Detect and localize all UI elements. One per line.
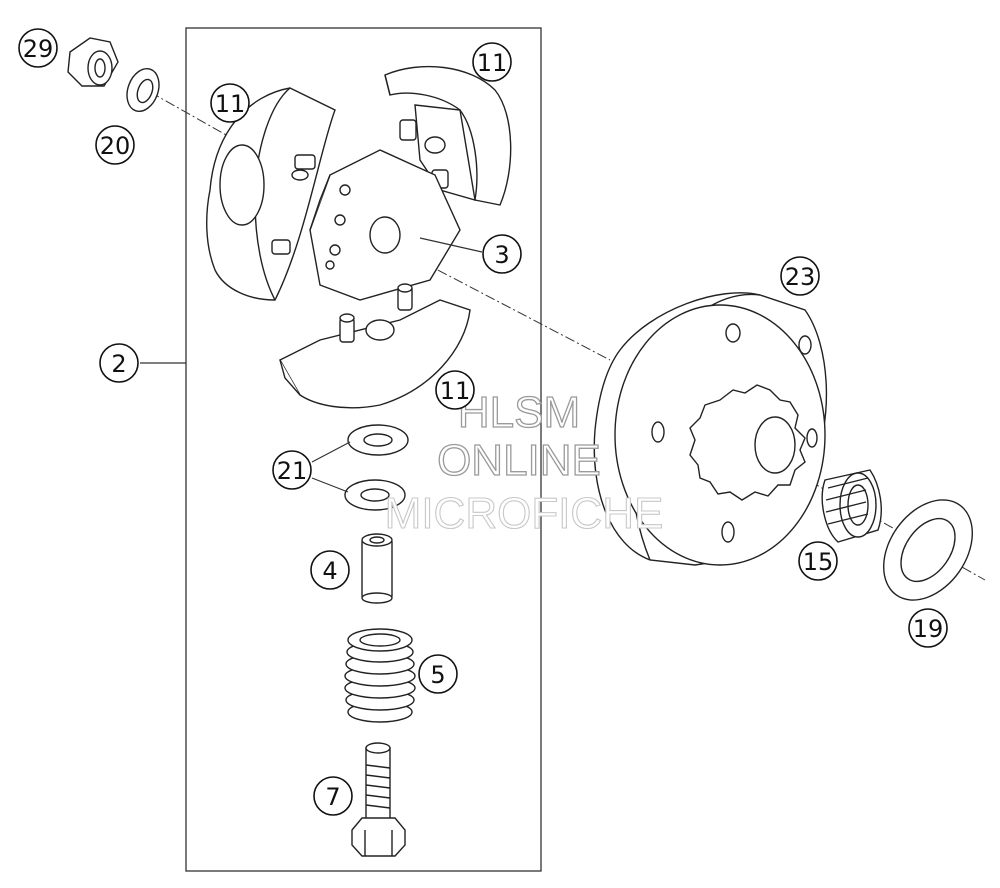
- callout-11-left: 11: [210, 83, 250, 123]
- svg-text:11: 11: [440, 377, 471, 405]
- watermark-line3: MICROFICHE: [385, 489, 664, 538]
- svg-text:11: 11: [215, 90, 246, 118]
- svg-text:20: 20: [100, 132, 131, 160]
- callout-20: 20: [95, 125, 135, 165]
- callout-29: 29: [18, 28, 58, 68]
- part-19-thrust-washer: [882, 499, 974, 601]
- svg-text:23: 23: [785, 263, 816, 291]
- svg-text:7: 7: [325, 783, 340, 811]
- callout-3: 3: [419, 234, 522, 274]
- svg-text:2: 2: [111, 350, 126, 378]
- callout-11-top: 11: [472, 42, 512, 82]
- part-11-clutch-shoe-bottom: [279, 283, 471, 409]
- callout-4: 4: [310, 550, 350, 590]
- svg-text:19: 19: [913, 615, 944, 643]
- part-21-washers: [344, 424, 409, 511]
- watermark: HLSM ONLINE MICROFICHE: [384, 387, 664, 538]
- part-29-nut: [67, 37, 119, 87]
- callout-11-bottom: 11: [435, 370, 475, 410]
- callout-21: 21: [272, 450, 312, 490]
- assembly-group-frame: [185, 27, 542, 872]
- svg-text:21: 21: [277, 457, 308, 485]
- part-4-sleeve: [361, 533, 393, 604]
- leader-line-21a: [311, 441, 351, 463]
- leader-line-21b: [311, 477, 349, 493]
- svg-text:5: 5: [430, 661, 445, 689]
- callout-15: 15: [798, 541, 838, 581]
- watermark-line2: ONLINE: [437, 436, 601, 485]
- part-3-carrier: [309, 149, 461, 301]
- part-15-needle-bearing: [821, 469, 882, 543]
- callout-23: 23: [780, 256, 820, 296]
- svg-text:3: 3: [494, 241, 509, 269]
- part-11-clutch-shoe-left: [206, 87, 336, 301]
- callout-2: 2: [99, 343, 139, 383]
- svg-text:15: 15: [803, 548, 834, 576]
- callout-5: 5: [418, 654, 458, 694]
- part-23-clutch-drum: [593, 292, 828, 566]
- svg-text:29: 29: [23, 35, 54, 63]
- part-7-bolt: [351, 742, 406, 857]
- watermark-line1: HLSM: [458, 388, 580, 437]
- part-20-washer: [126, 67, 160, 113]
- svg-text:4: 4: [322, 557, 337, 585]
- callout-19: 19: [908, 608, 948, 648]
- svg-text:11: 11: [477, 49, 508, 77]
- callout-7: 7: [313, 776, 353, 816]
- part-11-clutch-shoe-top: [384, 65, 512, 206]
- part-5-spring: [344, 628, 416, 723]
